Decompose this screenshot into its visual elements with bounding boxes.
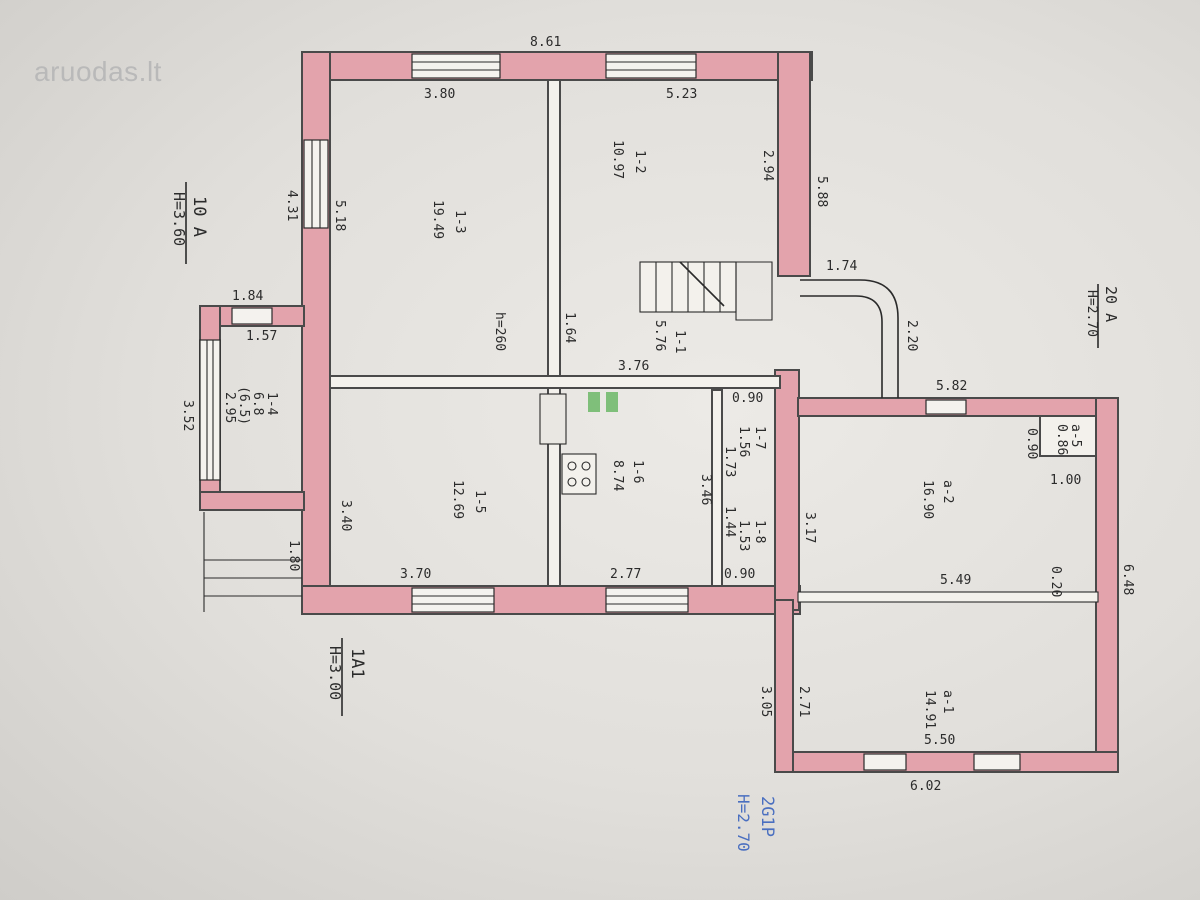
room-1-3-area: 19.49 [430, 200, 445, 239]
room-a-2-code: a-2 [940, 480, 955, 503]
ext-220: 2.20 [904, 320, 919, 351]
room-1-7-area: 1.56 [736, 426, 751, 457]
room-1-3-code: 1-3 [452, 210, 467, 233]
floor-tag-10-code: 10 A [189, 196, 209, 237]
ext-174: 1.74 [826, 259, 857, 274]
room-1-8-area: 1.53 [736, 520, 751, 551]
blue-tag-height: H=2.70 [734, 794, 753, 852]
room-a-5-100: 1.00 [1050, 473, 1081, 488]
dim-left-inner: 5.18 [332, 200, 347, 231]
dim-r13-top: 3.80 [424, 87, 455, 102]
room-a-5-area: 0.86 [1054, 424, 1069, 455]
annex-top: 5.82 [936, 379, 967, 394]
room-1-5-area: 12.69 [450, 480, 465, 519]
entry-steps [203, 512, 302, 612]
porch-top: 1.84 [232, 289, 263, 304]
room-1-2-code: 1-2 [632, 150, 647, 173]
room-1-7-dim: 1.73 [722, 446, 737, 477]
room-1-7-code: 1-7 [752, 426, 767, 449]
room-1-8-dim: 1.44 [722, 506, 737, 537]
room-a-2-area: 16.90 [920, 480, 935, 519]
room-1-6-code: 1-6 [630, 460, 645, 483]
room-a-5-090: 0.90 [1024, 428, 1039, 459]
room-1-8-code: 1-8 [752, 520, 767, 543]
annex-sep: 0.20 [1048, 566, 1063, 597]
dim-right-side: 5.88 [814, 176, 829, 207]
dim-346: 3.46 [698, 474, 713, 505]
stove-icons [539, 392, 618, 495]
watermark-logo: aruodas.lt [34, 56, 162, 87]
floor-tag-20-height: H=2.70 [1084, 290, 1099, 337]
room-a-1-area: 14.91 [922, 690, 937, 729]
staircase [639, 261, 773, 321]
room-a-2-side: 3.17 [802, 512, 817, 543]
room-1-5-side: 3.40 [338, 500, 353, 531]
hall-width: 1.64 [562, 312, 577, 343]
room-a-2-bottom: 5.49 [940, 573, 971, 588]
room-a-1-outside: 3.05 [758, 686, 773, 717]
dim-090-bottom: 0.90 [724, 567, 755, 582]
floor-tag-1a-height: H=3.00 [326, 646, 344, 700]
room-1-4-code: 1-4 [264, 392, 279, 416]
porch-inner: 1.57 [246, 329, 277, 344]
floor-tag-1a-code: 1A1 [347, 648, 367, 679]
dim-090-top: 0.90 [732, 391, 763, 406]
hall-length: 3.76 [618, 359, 649, 374]
left-180: 1.80 [286, 540, 301, 571]
windows [199, 53, 1021, 771]
room-1-5-code: 1-5 [472, 490, 487, 513]
dim-r12-top: 5.23 [666, 87, 697, 102]
main-house-walls [301, 51, 813, 615]
dim-r12-side: 2.94 [760, 150, 775, 181]
dim-left-window: 4.31 [284, 190, 299, 221]
stair-height: h=260 [492, 312, 507, 351]
room-1-5-bottom: 3.70 [400, 567, 431, 582]
dim-top-total: 8.61 [530, 35, 561, 50]
room-1-2-area: 10.97 [610, 140, 625, 179]
floor-tag-20-code: 20 A [1102, 286, 1120, 322]
floor-tag-10-height: H=3.60 [170, 192, 188, 246]
porch-side: 3.52 [180, 400, 195, 431]
external-passage [800, 279, 899, 398]
room-a-1-inner: 5.50 [924, 733, 955, 748]
hall-area: 5.76 [652, 320, 667, 351]
room-1-4-a: 6.8 [250, 392, 265, 415]
blue-tag-code: 2G1P [757, 796, 777, 837]
room-a-1-side: 2.71 [796, 686, 811, 717]
room-1-4-c: 2.95 [222, 392, 237, 423]
room-a-1-code: a-1 [940, 690, 955, 713]
room-1-6-bottom: 2.77 [610, 567, 641, 582]
room-a-1-outer-bottom: 6.02 [910, 779, 941, 794]
room-1-4-b: (6.5) [236, 386, 251, 425]
room-a-5-code: a-5 [1068, 424, 1083, 447]
annex-walls [774, 397, 1119, 773]
hall-code: 1-1 [672, 330, 687, 353]
room-1-6-area: 8.74 [610, 460, 625, 491]
annex-right: 6.48 [1120, 564, 1135, 595]
